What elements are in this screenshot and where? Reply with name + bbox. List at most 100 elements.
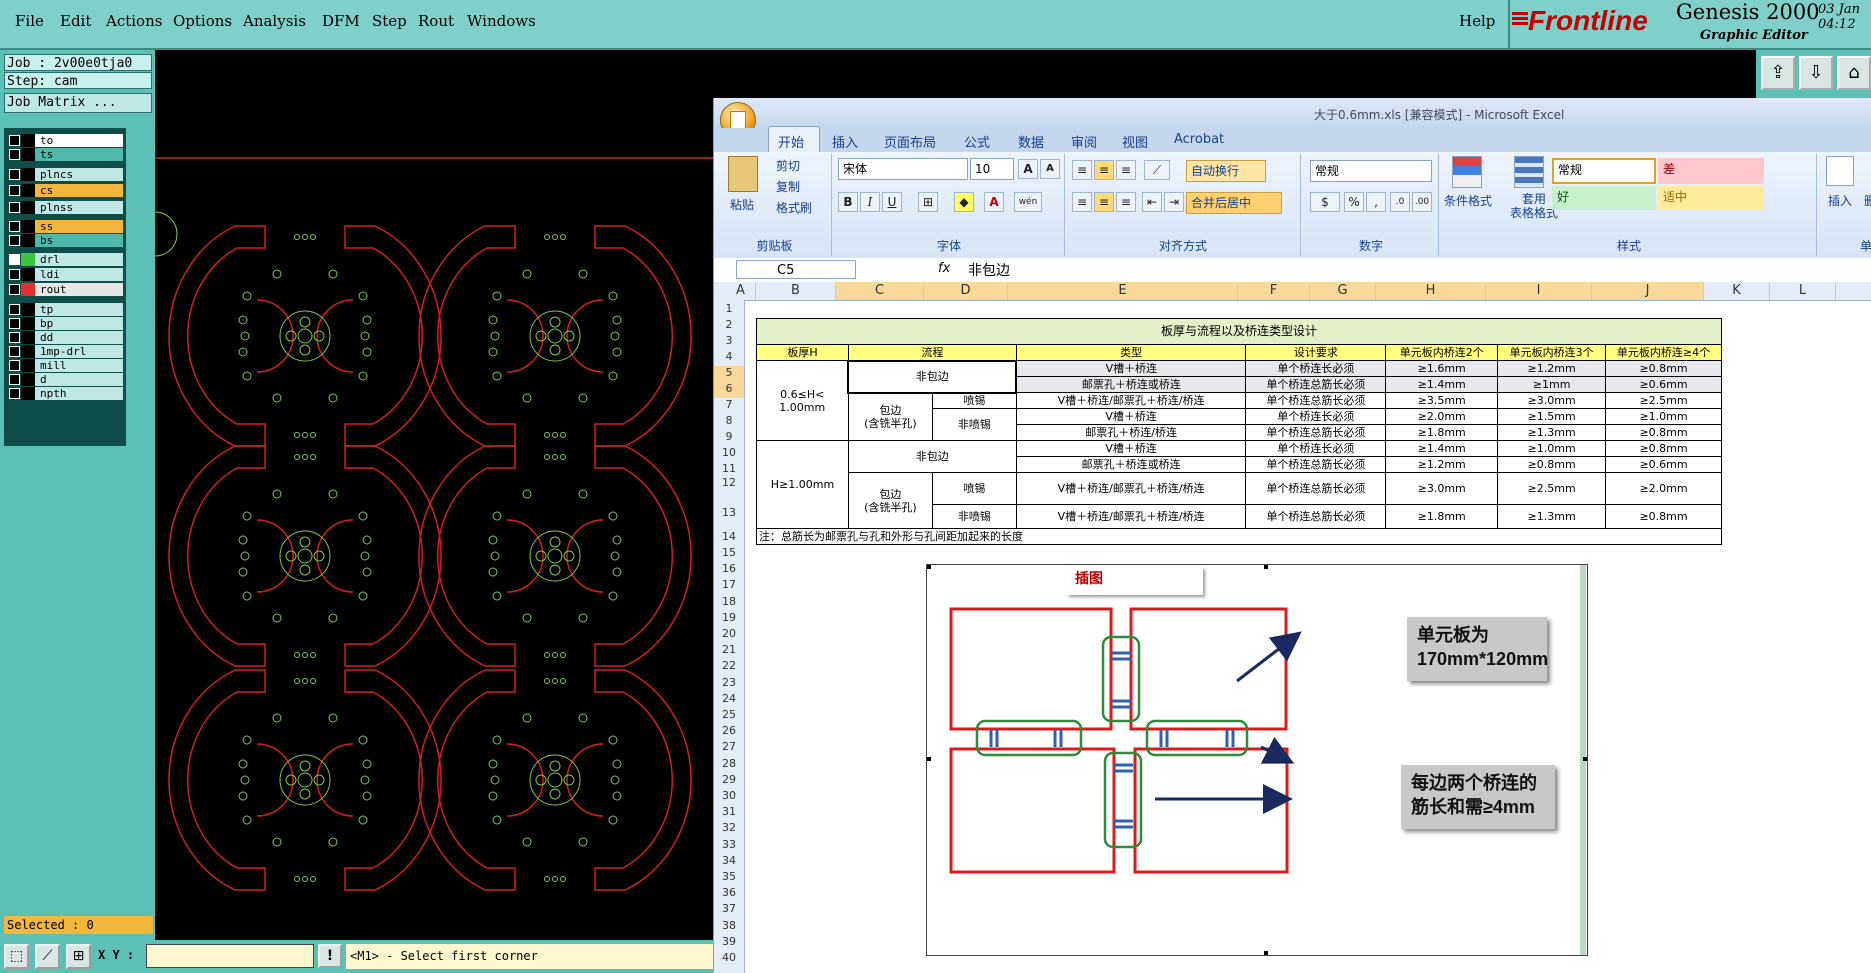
layer-row-mill[interactable]: mill — [7, 359, 125, 372]
export-icon[interactable]: ⇪ — [1761, 56, 1795, 90]
decrease-indent-icon[interactable]: ⇤ — [1142, 192, 1162, 212]
layer-row-drl[interactable]: drl — [7, 253, 125, 266]
table-cell[interactable]: ≥1.8mm — [1385, 504, 1499, 529]
table-cell[interactable]: 单个桥连长必须 — [1245, 360, 1387, 377]
layer-row-bp[interactable]: bp — [7, 317, 125, 330]
style-bad[interactable]: 差 — [1658, 158, 1764, 184]
table-cell[interactable]: ≥0.8mm — [1605, 440, 1722, 457]
row-header[interactable]: 19 — [722, 610, 736, 624]
row-header[interactable]: 2 — [725, 318, 733, 331]
menu-step[interactable]: Step — [372, 12, 407, 30]
row-header[interactable]: 22 — [722, 659, 736, 673]
increase-indent-icon[interactable]: ⇥ — [1164, 192, 1184, 212]
table-cell[interactable]: ≥1.0mm — [1605, 408, 1722, 425]
row-header[interactable]: 6 — [714, 382, 744, 398]
table-cell[interactable]: 单个桥连总筋长必须 — [1245, 472, 1387, 505]
table-cell[interactable]: ≥0.6mm — [1605, 376, 1722, 393]
table-format-icon[interactable] — [1514, 156, 1544, 188]
currency-icon[interactable]: $ — [1310, 192, 1340, 212]
row-header[interactable]: 12 — [722, 476, 736, 489]
row-header[interactable]: 38 — [722, 918, 736, 932]
row-header[interactable]: 7 — [725, 398, 733, 411]
table-cell[interactable]: ≥1mm — [1497, 376, 1607, 393]
table-cell[interactable]: ≥0.8mm — [1497, 456, 1607, 473]
column-header-J[interactable]: J — [1592, 282, 1704, 300]
no-spray-cell[interactable]: 非喷锡 — [931, 408, 1017, 441]
column-header-K[interactable]: K — [1704, 282, 1770, 300]
table-cell[interactable]: ≥3.5mm — [1385, 392, 1499, 409]
layer-checkbox[interactable] — [9, 149, 20, 160]
table-cell[interactable]: ≥1.8mm — [1385, 424, 1499, 441]
table-cell[interactable]: 邮票孔＋桥连或桥连 — [1015, 456, 1247, 473]
menu-options[interactable]: Options — [173, 12, 233, 30]
layer-checkbox[interactable] — [9, 332, 20, 343]
orientation-icon[interactable]: ⟋ — [1144, 160, 1170, 180]
font-size-select[interactable]: 10 — [970, 158, 1014, 180]
spray-cell[interactable]: 喷锡 — [931, 392, 1017, 409]
table-format-button[interactable]: 套用 表格格式 — [1510, 192, 1559, 220]
conditional-format-button[interactable]: 条件格式 — [1444, 194, 1493, 208]
layer-checkbox[interactable] — [9, 318, 20, 329]
menu-dfm[interactable]: DFM — [322, 12, 360, 30]
row-header[interactable]: 28 — [722, 756, 736, 770]
wrap-text-button[interactable]: 自动换行 — [1186, 160, 1266, 182]
table-cell[interactable]: 单个桥连总筋长必须 — [1245, 424, 1387, 441]
graphic-canvas[interactable] — [155, 50, 720, 940]
paste-button[interactable]: 粘贴 — [730, 198, 755, 212]
save-icon[interactable]: ⇩ — [1799, 56, 1833, 90]
row-header[interactable]: 35 — [722, 870, 736, 883]
tab-home[interactable]: 开始 — [778, 136, 805, 151]
align-bottom-icon[interactable]: ≡ — [1116, 160, 1136, 180]
decrease-decimal-icon[interactable]: .00 — [1412, 192, 1432, 212]
row-header[interactable]: 34 — [722, 853, 736, 867]
layer-row-cs[interactable]: cs — [7, 184, 125, 197]
insert-cells-icon[interactable] — [1826, 156, 1854, 186]
row-header[interactable]: 20 — [722, 627, 736, 640]
table-cell[interactable]: ≥1.6mm — [1385, 360, 1499, 377]
layer-checkbox[interactable] — [9, 360, 20, 371]
table-cell[interactable]: V槽＋桥连/邮票孔＋桥连/桥连 — [1015, 472, 1247, 505]
layer-row-npth[interactable]: npth — [7, 387, 125, 400]
align-middle-icon[interactable]: ≡ — [1094, 160, 1114, 180]
row-header[interactable]: 39 — [722, 934, 736, 948]
row-header[interactable]: 14 — [722, 530, 736, 543]
row-header[interactable]: 4 — [725, 350, 733, 363]
row-header[interactable]: 21 — [722, 643, 736, 657]
increase-decimal-icon[interactable]: .0 — [1390, 192, 1410, 212]
layer-checkbox[interactable] — [9, 374, 20, 385]
align-top-icon[interactable]: ≡ — [1072, 160, 1092, 180]
layer-row-dd[interactable]: dd — [7, 331, 125, 344]
table-cell[interactable]: V槽＋桥连 — [1015, 360, 1247, 377]
column-header-C[interactable]: C — [836, 282, 924, 300]
row-header[interactable]: 11 — [722, 462, 736, 475]
table-cell[interactable]: 单个桥连总筋长必须 — [1245, 392, 1387, 409]
style-good[interactable]: 好 — [1552, 186, 1656, 210]
table-cell[interactable]: ≥0.8mm — [1605, 360, 1722, 377]
table-cell[interactable]: ≥1.4mm — [1385, 440, 1499, 457]
row-header[interactable]: 16 — [722, 562, 736, 576]
column-header-B[interactable]: B — [756, 282, 836, 300]
bold-button[interactable]: B — [838, 192, 858, 212]
table-cell[interactable]: ≥1.4mm — [1385, 376, 1499, 393]
merge-center-button[interactable]: 合并后居中 — [1186, 192, 1282, 214]
column-header-L[interactable]: L — [1770, 282, 1836, 300]
row-header[interactable]: 33 — [722, 837, 736, 851]
menu-actions[interactable]: Actions — [106, 12, 163, 30]
percent-icon[interactable]: % — [1344, 192, 1364, 212]
column-header-I[interactable]: I — [1486, 282, 1592, 300]
layer-row-ts[interactable]: ts — [7, 148, 125, 161]
row-header[interactable]: 27 — [722, 740, 736, 754]
layer-row-1mp-drl[interactable]: 1mp-drl — [7, 345, 125, 358]
table-cell[interactable]: ≥1.2mm — [1385, 456, 1499, 473]
tab-page-layout[interactable]: 页面布局 — [884, 136, 937, 151]
edge-cell-2[interactable]: 包边 (含铣半孔) — [847, 472, 933, 529]
table-cell[interactable]: ≥1.3mm — [1497, 504, 1607, 529]
layer-checkbox[interactable] — [9, 135, 20, 146]
style-neutral[interactable]: 适中 — [1658, 186, 1764, 210]
column-header-H[interactable]: H — [1376, 282, 1486, 300]
table-cell[interactable]: ≥2.0mm — [1605, 472, 1722, 505]
row-header[interactable]: 1 — [725, 302, 733, 315]
table-cell[interactable]: ≥1.2mm — [1497, 360, 1607, 377]
row-header[interactable]: 26 — [722, 724, 736, 738]
table-cell[interactable]: ≥0.8mm — [1605, 424, 1722, 441]
